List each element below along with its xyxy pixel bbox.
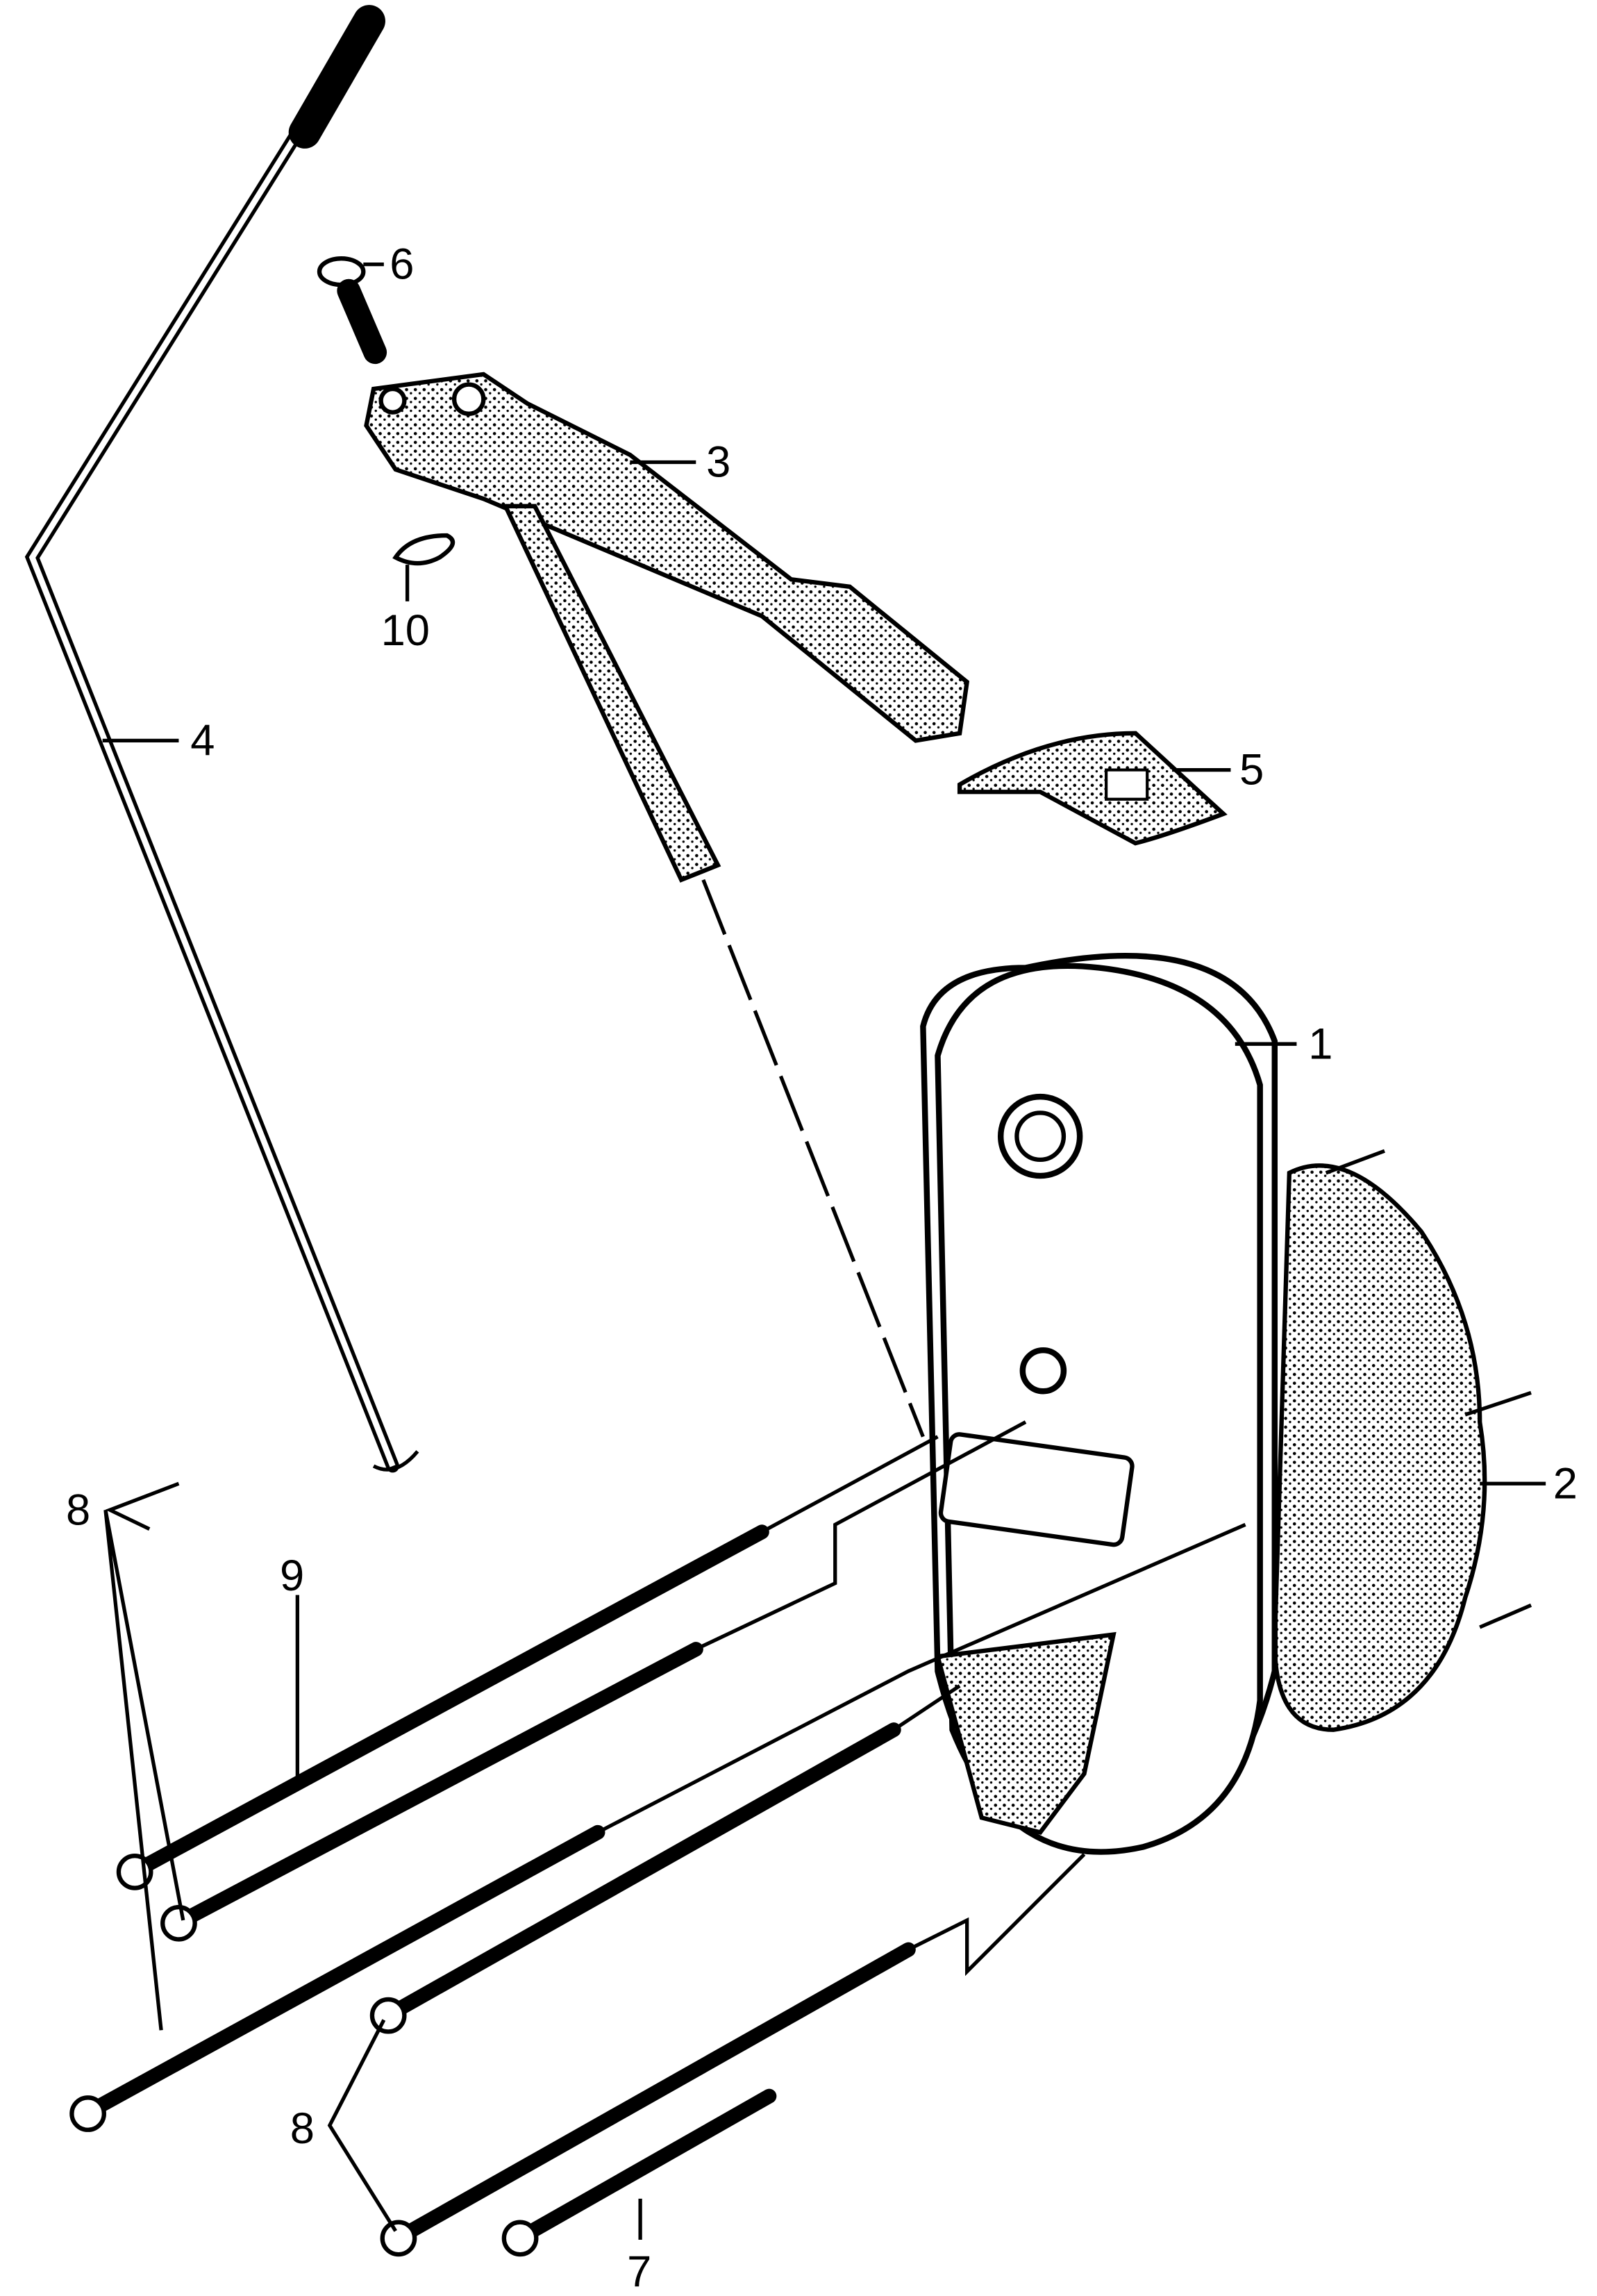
part-4-lever-rod <box>24 5 419 1473</box>
callout-label: 8 <box>66 1486 90 1534</box>
callout-label: 6 <box>390 240 414 289</box>
part-6-pin <box>317 256 387 365</box>
callout-label: 9 <box>280 1552 304 1600</box>
callout-label: 4 <box>190 716 215 765</box>
callout-label: 3 <box>706 438 730 487</box>
callout-label: 10 <box>381 606 430 655</box>
callout-label: 5 <box>1239 746 1264 795</box>
callout-3: 3 <box>630 438 730 487</box>
part-8-bolt <box>69 1824 605 2132</box>
part-10-clip <box>392 533 455 566</box>
callout-8-upper: 8 <box>66 1481 185 2031</box>
callout-4: 4 <box>102 716 215 765</box>
callout-9: 9 <box>280 1552 304 1777</box>
callout-label: 7 <box>627 2248 651 2296</box>
part-8-bolt <box>160 1642 703 1942</box>
part-8-bolt <box>380 1942 916 2257</box>
part-2-gasket <box>1272 1149 1532 1732</box>
callout-7: 7 <box>627 2198 651 2296</box>
bolts <box>69 1420 1246 2257</box>
part-7-bolt <box>501 2088 777 2257</box>
callout-5: 5 <box>1172 746 1264 795</box>
callout-1: 1 <box>1235 1020 1333 1068</box>
callout-label: 2 <box>1553 1459 1578 1508</box>
callout-label: 1 <box>1308 1020 1332 1068</box>
callout-label: 8 <box>290 2104 315 2153</box>
callout-10: 10 <box>381 565 430 655</box>
part-3-bracket-arm <box>364 372 970 1438</box>
part-1-cover <box>920 952 1278 1855</box>
callout-8-lower: 8 <box>290 2019 397 2232</box>
callout-2: 2 <box>1480 1459 1578 1508</box>
part-9-bolt <box>116 1524 769 1890</box>
part-5-plate <box>957 731 1228 846</box>
callout-6: 6 <box>363 240 414 289</box>
